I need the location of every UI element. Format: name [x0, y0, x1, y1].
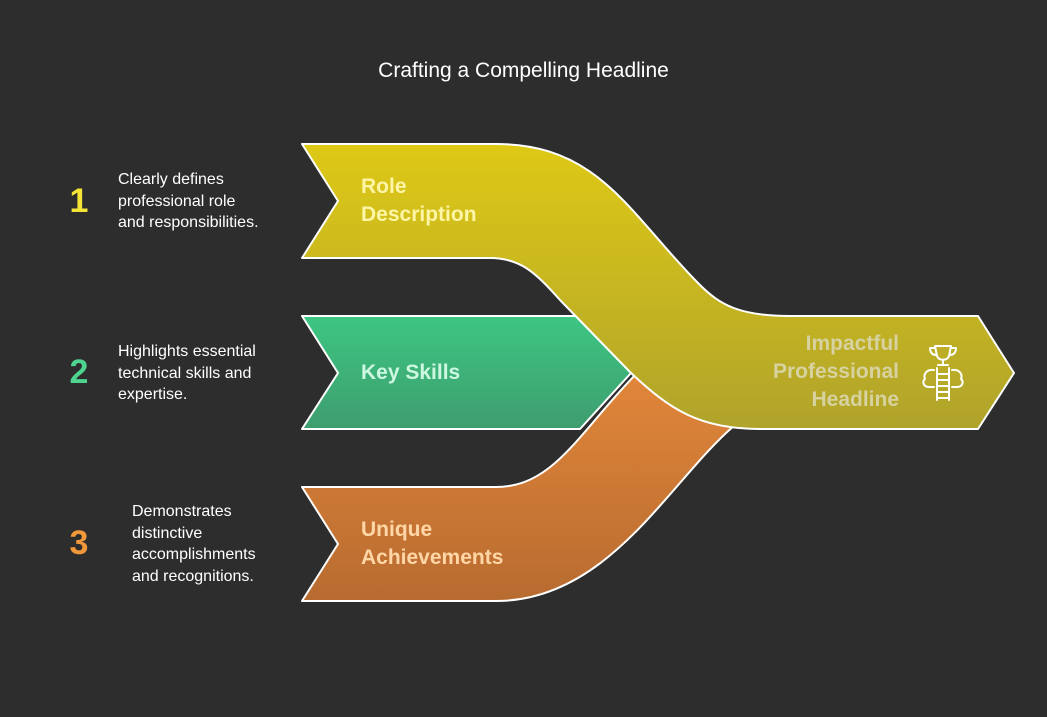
label-output-line-3: Headline — [811, 388, 899, 411]
step-description-3-line-3: accomplishments — [132, 546, 256, 563]
step-number-2: 2 — [69, 353, 89, 391]
step-description-1-line-2: professional role — [118, 192, 236, 210]
label-unique-achievements-line-1: Unique — [361, 518, 433, 541]
step-description-3-line-4: and recognitions. — [132, 567, 254, 585]
step-number-3: 3 — [69, 524, 89, 562]
label-key-skills: Key Skills — [361, 359, 460, 387]
step-description-1-line-1: Clearly defines — [118, 171, 224, 188]
label-output-line-1: Impactful — [805, 332, 899, 355]
step-description-2-line-3: expertise. — [118, 386, 188, 403]
step-description-1: Clearly defines professional role and re… — [118, 169, 259, 234]
label-unique-achievements: Unique Achievements — [361, 516, 503, 572]
label-unique-achievements-line-2: Achievements — [361, 546, 504, 569]
step-description-1-line-3: and responsibilities. — [118, 214, 259, 231]
step-description-3: Demonstrates distinctive accomplishments… — [132, 501, 256, 587]
trophy-ladder-icon — [922, 345, 964, 401]
band-role-description — [301, 143, 1015, 430]
step-description-2: Highlights essential technical skills an… — [118, 341, 256, 406]
label-role-description-line-1: Role — [361, 175, 407, 198]
step-description-2-line-2: technical skills and — [118, 364, 252, 382]
band-unique-achievements — [301, 369, 736, 602]
diagram-title: Crafting a Compelling Headline — [378, 59, 669, 82]
step-description-2-line-1: Highlights essential — [118, 343, 256, 360]
label-output-line-2: Professional — [772, 360, 899, 383]
band-key-skills — [301, 315, 632, 430]
label-role-description-line-2: Description — [361, 203, 477, 226]
step-number-1: 1 — [69, 182, 89, 220]
step-description-3-line-2: distinctive — [132, 524, 203, 542]
label-key-skills-line-1: Key Skills — [361, 361, 461, 384]
step-description-3-line-1: Demonstrates — [132, 503, 232, 520]
label-impactful-professional-headline: Impactful Professional Headline — [720, 330, 899, 414]
label-role-description: Role Description — [361, 173, 477, 229]
